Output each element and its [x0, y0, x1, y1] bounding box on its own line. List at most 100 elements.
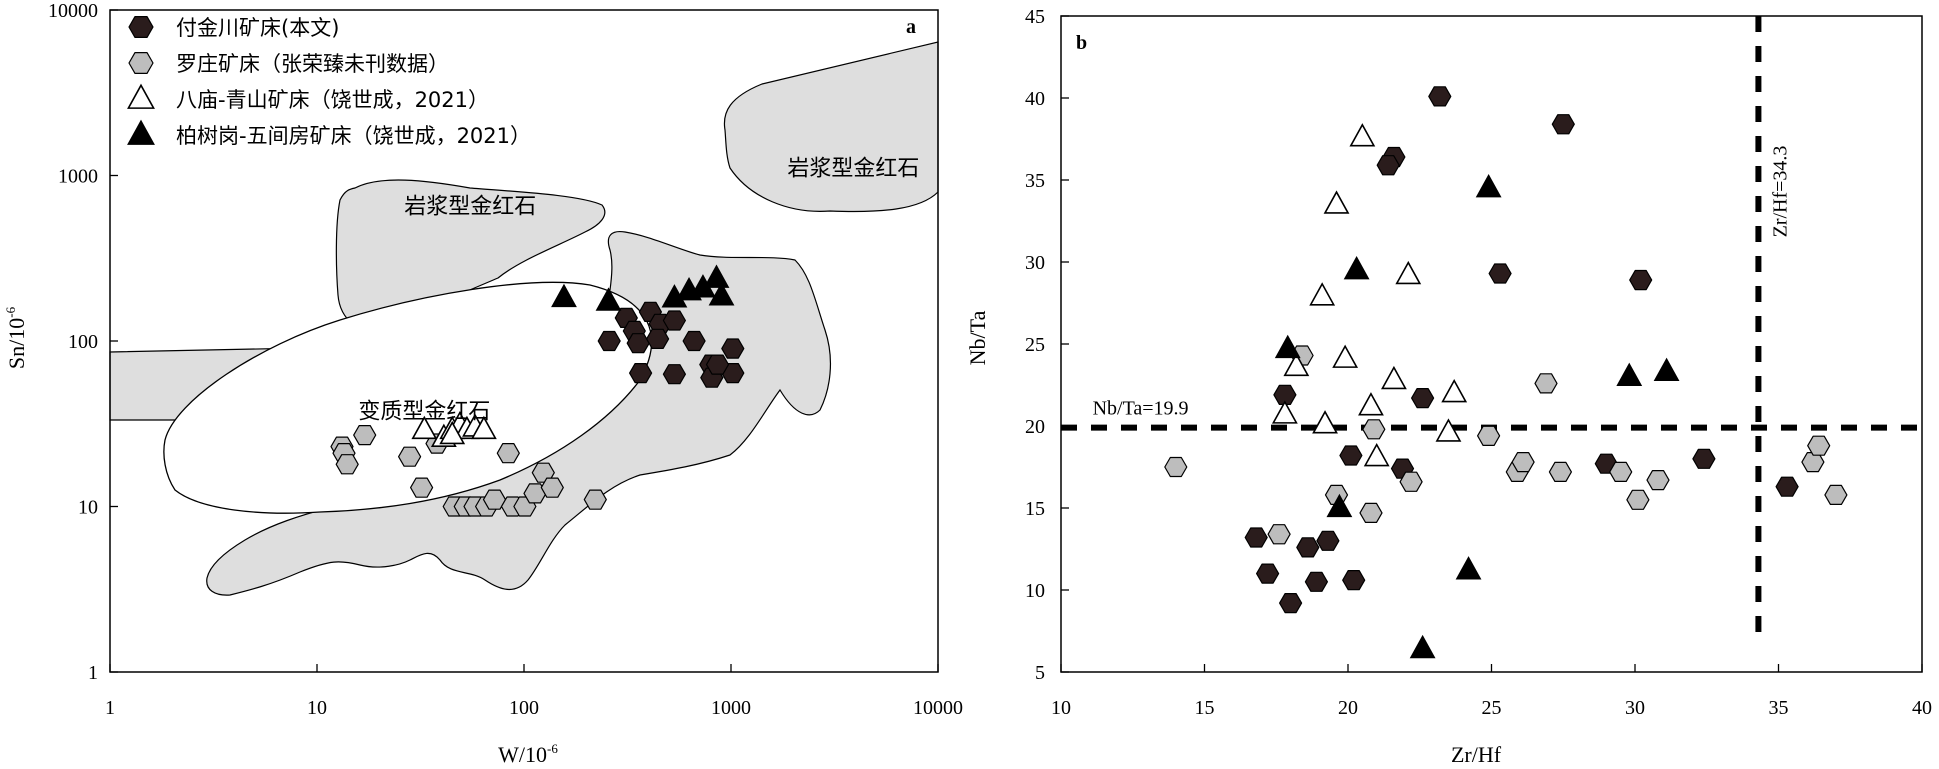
panel-b-point-triangle-filled	[1653, 357, 1680, 382]
panel-b-point-hexagon-gray	[1534, 373, 1558, 394]
panel-a-region-label: 岩浆型金红石	[787, 157, 919, 182]
panel-a-letter: a	[906, 16, 916, 38]
panel-a-y-axis-title: Sn/10-6	[3, 306, 29, 369]
panel-a-point-hexagon-gray	[540, 477, 564, 498]
panel-b-x-tick-label: 10	[1051, 697, 1071, 719]
panel-a-legend-label: 付金川矿床(本文)	[176, 16, 339, 40]
panel-b-x-tick-label: 25	[1482, 697, 1502, 719]
panel-b-y-tick-label: 10	[1025, 580, 1045, 602]
panel-b-y-tick-label: 35	[1025, 170, 1045, 192]
panel-a-point-triangle-filled	[551, 283, 577, 308]
panel-b-point-hexagon-dark	[1775, 476, 1799, 497]
panel-b-point-hexagon-dark	[1273, 384, 1297, 405]
panel-b-point-triangle-open	[1395, 260, 1422, 285]
panel-b-horizontal-reference-label: Nb/Ta=19.9	[1093, 398, 1189, 420]
panel-a-point-hexagon-dark	[645, 328, 670, 349]
panel-b-y-tick-label: 15	[1025, 498, 1045, 520]
panel-a-point-triangle-open	[439, 420, 466, 445]
metamorphic-rutile-field	[163, 281, 653, 514]
panel-b-point-hexagon-dark	[1376, 155, 1400, 176]
panel-b-point-hexagon-gray	[1267, 524, 1291, 545]
panel-b-y-tick-label: 45	[1025, 6, 1045, 28]
panel-b-point-triangle-open	[1435, 418, 1462, 442]
panel-b-y-tick-label: 5	[1035, 662, 1045, 684]
panel-a-point-hexagon-dark	[662, 310, 687, 331]
panel-b-point-triangle-open	[1283, 352, 1310, 377]
panel-a-point-hexagon-dark	[682, 330, 706, 352]
panel-b-point-hexagon-dark	[1316, 530, 1340, 551]
panel-b-x-axis-title: Zr/Hf	[1451, 742, 1502, 767]
panel-b-point-triangle-open	[1363, 442, 1390, 467]
panel-b-point-triangle-open	[1271, 400, 1298, 424]
panel-a-points	[330, 264, 745, 517]
panel-b-point-triangle-open	[1309, 282, 1336, 306]
panel-b-vertical-reference-label: Zr/Hf=34.3	[1769, 146, 1791, 238]
panel-b-point-hexagon-dark	[1428, 86, 1452, 107]
panel-b-point-triangle-open	[1381, 365, 1407, 390]
panel-a-x-axis-title: W/10-6	[498, 741, 558, 767]
panel-b-letter: b	[1076, 32, 1087, 54]
panel-a-y-tick-label: 100	[68, 331, 98, 353]
magmatic-rutile-field-middle	[335, 179, 606, 333]
panel-b-point-triangle-filled	[1326, 493, 1353, 518]
panel-a-point-triangle-filled	[703, 264, 730, 288]
magmatic-rutile-field-upper-right	[723, 41, 939, 213]
panel-b-point-hexagon-dark	[1410, 388, 1435, 409]
panel-a-point-hexagon-gray	[398, 446, 422, 467]
panel-b-x-tick-label: 20	[1338, 697, 1358, 719]
panel-a-x-tick-label: 10	[307, 697, 327, 719]
panel-a-point-triangle-open	[411, 415, 438, 440]
panel-a-point-hexagon-gray	[410, 477, 434, 498]
panel-a-point-hexagon-gray	[335, 454, 359, 475]
panel-b-point-triangle-filled	[1274, 334, 1301, 359]
panel-b-point-hexagon-dark	[1551, 114, 1575, 135]
panel-a-y-tick-label: 10	[78, 497, 98, 519]
panel-b-y-tick-label: 30	[1025, 252, 1045, 274]
panel-a-legend-label: 柏树岗-五间房矿床（饶世成，2021）	[176, 124, 531, 148]
panel-b-x-tick-label: 40	[1912, 697, 1932, 719]
panel-a-legend-marker-triangle-open	[127, 83, 155, 109]
panel-b-point-triangle-open	[1332, 344, 1359, 368]
panel-a-legend-marker-hexagon-dark	[128, 16, 154, 39]
panel-a-legend: 付金川矿床(本文)罗庄矿床（张荣臻未刊数据）八庙-青山矿床（饶世成，2021）柏…	[127, 16, 531, 148]
panel-a-point-triangle-filled	[708, 282, 735, 306]
panel-b-point-hexagon-gray	[1164, 456, 1188, 478]
panel-b-point-hexagon-dark	[1255, 563, 1280, 584]
panel-b-point-hexagon-gray	[1511, 452, 1535, 473]
panel-b-x-tick-label: 30	[1625, 697, 1645, 719]
panel-b-point-hexagon-gray	[1609, 461, 1633, 482]
panel-b-point-triangle-filled	[1455, 556, 1482, 580]
panel-b-point-hexagon-gray	[1359, 502, 1383, 524]
panel-b-point-hexagon-gray	[1548, 461, 1573, 482]
panel-a-legend-label: 罗庄矿床（张荣臻未刊数据）	[176, 52, 449, 76]
panel-a-y-tick-label: 10000	[48, 0, 98, 22]
panel-b-points	[1164, 86, 1848, 659]
panel-b-y-tick-label: 40	[1025, 88, 1045, 110]
panel-a-point-triangle-filled	[595, 287, 622, 311]
panel-b-point-hexagon-dark	[1278, 592, 1303, 614]
panel-a-point-triangle-filled	[676, 276, 702, 301]
panel-b-point-hexagon-gray	[1476, 425, 1501, 446]
panel-a-point-hexagon-dark	[597, 330, 621, 352]
panel-a-point-hexagon-dark	[662, 364, 687, 385]
panel-a-point-hexagon-dark	[705, 354, 730, 375]
panel-b-point-hexagon-gray	[1807, 435, 1831, 456]
panel-a-point-hexagon-gray	[523, 483, 547, 504]
panel-a-y-tick-label: 1	[88, 662, 98, 684]
panel-a-x-tick-label: 10000	[913, 697, 963, 719]
panel-a-x-tick-label: 1	[105, 697, 115, 719]
panel-b-point-hexagon-dark	[1339, 445, 1363, 466]
panel-b-point-triangle-open	[1323, 190, 1350, 214]
panel-b-y-axis-title: Nb/Ta	[965, 310, 990, 365]
panel-b-point-hexagon-dark	[1629, 269, 1653, 291]
panel-b-frame	[1060, 15, 1923, 673]
panel-a-point-hexagon-dark	[628, 363, 653, 384]
panel-a-legend-marker-hexagon-gray	[128, 51, 154, 75]
panel-b-point-triangle-filled	[1409, 634, 1436, 659]
